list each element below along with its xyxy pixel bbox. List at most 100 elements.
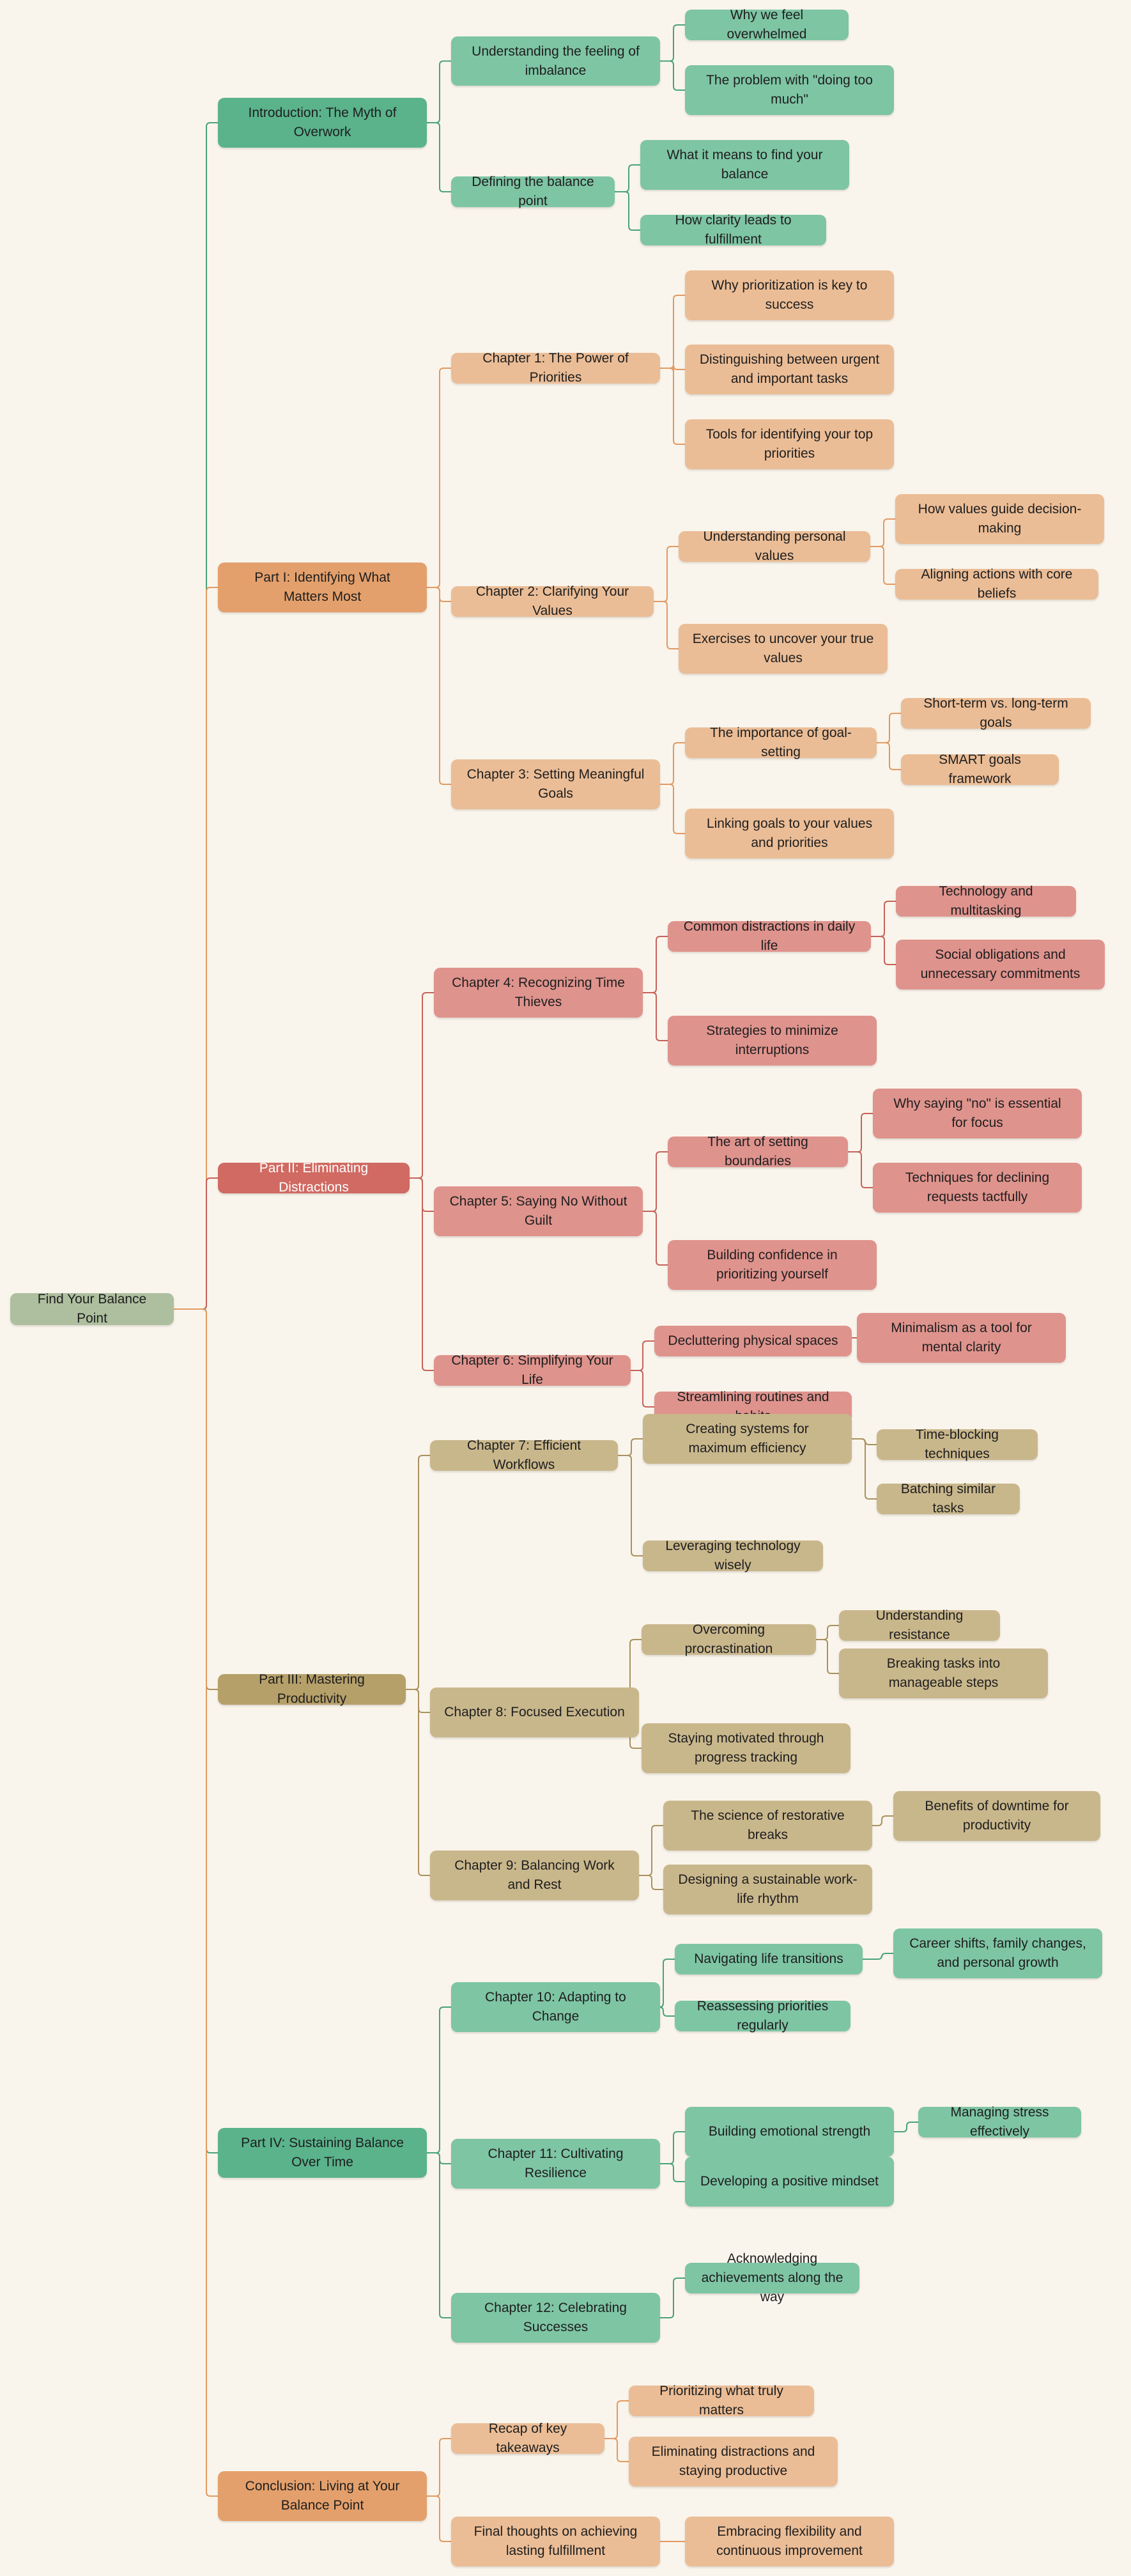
chapter-node: Final thoughts on achieving lasting fulf… <box>451 2517 660 2566</box>
connector-line <box>643 1211 668 1266</box>
connector-line <box>660 60 685 91</box>
topic-node: Building emotional strength <box>685 2107 894 2157</box>
topic-node: Tools for identifying your top prioritie… <box>685 419 894 469</box>
chapter-node: Chapter 3: Setting Meaningful Goals <box>451 759 660 809</box>
node-label: Embracing flexibility and continuous imp… <box>716 2524 863 2558</box>
chapter-node: Chapter 4: Recognizing Time Thieves <box>434 968 643 1018</box>
topic-node: The art of setting boundaries <box>668 1135 848 1168</box>
topic-node: Prioritizing what truly matters <box>629 2384 814 2417</box>
node-label: Understanding personal values <box>703 529 846 563</box>
part-node: Part IV: Sustaining Balance Over Time <box>218 2128 427 2178</box>
node-label: Chapter 12: Celebrating Successes <box>484 2301 627 2334</box>
subtopic-node: Understanding resistance <box>839 1608 1000 1642</box>
node-label: Breaking tasks into manageable steps <box>886 1656 1001 1690</box>
connector-line <box>410 992 434 1179</box>
connector-line <box>659 1959 675 2008</box>
node-label: Aligning actions with core beliefs <box>921 567 1073 601</box>
subtopic-node: Techniques for declining requests tactfu… <box>873 1163 1082 1213</box>
node-label: Part I: Identifying What Matters Most <box>254 570 390 604</box>
connector-line <box>615 164 640 192</box>
node-label: Building confidence in prioritizing your… <box>707 1248 838 1282</box>
connector-line <box>871 901 896 937</box>
connector-line <box>639 1875 663 1890</box>
connector-line <box>660 295 685 369</box>
topic-node: Eliminating distractions and staying pro… <box>629 2437 838 2487</box>
part-node: Part I: Identifying What Matters Most <box>218 563 427 612</box>
connector-line <box>427 2006 451 2153</box>
chapter-node: Chapter 2: Clarifying Your Values <box>451 584 654 618</box>
node-label: Benefits of downtime for productivity <box>925 1799 1069 1833</box>
subtopic-node: Managing stress effectively <box>918 2105 1081 2139</box>
connector-line <box>174 1308 218 1690</box>
node-label: Distinguishing between urgent and import… <box>699 352 880 386</box>
subtopic-node: How values guide decision-making <box>895 494 1104 544</box>
connector-line <box>427 587 451 785</box>
subtopic-node: Technology and multitasking <box>896 884 1076 918</box>
node-label: Why we feel overwhelmed <box>727 8 807 42</box>
chapter-node: Defining the balance point <box>451 175 615 208</box>
connector-line <box>660 2131 685 2164</box>
node-label: Prioritizing what truly matters <box>659 2384 783 2417</box>
node-label: Chapter 1: The Power of Priorities <box>482 351 629 385</box>
node-label: Social obligations and unnecessary commi… <box>920 947 1081 981</box>
node-label: Exercises to uncover your true values <box>692 632 874 665</box>
subtopic-node: Career shifts, family changes, and perso… <box>893 1928 1102 1978</box>
topic-node: Strategies to minimize interruptions <box>668 1016 877 1066</box>
connector-line <box>604 2438 629 2462</box>
topic-node: Linking goals to your values and priorit… <box>685 809 894 858</box>
chapter-node: Chapter 8: Focused Execution <box>430 1688 639 1737</box>
topic-node: Creating systems for maximum efficiency <box>643 1414 852 1464</box>
topic-node: Common distractions in daily life <box>668 919 871 953</box>
node-label: Why prioritization is key to success <box>711 278 868 312</box>
connector-line <box>654 601 679 649</box>
connector-line <box>631 1340 654 1371</box>
root-node: Find Your Balance Point <box>10 1292 174 1326</box>
node-label: Batching similar tasks <box>900 1482 996 1516</box>
node-label: Find Your Balance Point <box>37 1292 147 1326</box>
node-label: Final thoughts on achieving lasting fulf… <box>473 2524 638 2558</box>
node-label: Developing a positive mindset <box>700 2174 879 2189</box>
node-label: The art of setting boundaries <box>707 1135 808 1168</box>
topic-node: What it means to find your balance <box>640 140 849 190</box>
node-label: Part II: Eliminating Distractions <box>259 1161 369 1195</box>
topic-node: Distinguishing between urgent and import… <box>685 345 894 394</box>
connector-line <box>174 1308 218 2497</box>
node-label: Minimalism as a tool for mental clarity <box>891 1321 1032 1354</box>
connector-line <box>848 1151 873 1188</box>
chapter-node: Chapter 12: Celebrating Successes <box>451 2293 660 2343</box>
node-label: Chapter 8: Focused Execution <box>444 1705 625 1720</box>
connector-line <box>639 1825 663 1876</box>
node-label: Leveraging technology wisely <box>665 1539 801 1572</box>
connector-line <box>660 24 685 62</box>
node-label: Staying motivated through progress track… <box>668 1731 824 1765</box>
node-label: Tools for identifying your top prioritie… <box>705 427 873 461</box>
part-node: Part II: Eliminating Distractions <box>218 1161 410 1195</box>
connector-line <box>660 742 685 785</box>
connector-line <box>174 122 218 1310</box>
connector-line <box>427 2438 451 2497</box>
connector-line <box>660 2277 685 2318</box>
connector-line <box>427 2495 451 2542</box>
topic-node: The importance of goal-setting <box>685 725 877 759</box>
node-label: Part IV: Sustaining Balance Over Time <box>241 2136 404 2169</box>
topic-node: Why prioritization is key to success <box>685 270 894 320</box>
node-label: Navigating life transitions <box>694 1951 843 1967</box>
connector-line <box>643 1151 668 1212</box>
topic-node: The problem with "doing too much" <box>685 65 894 115</box>
part-node: Conclusion: Living at Your Balance Point <box>218 2471 427 2521</box>
node-label: The science of restorative breaks <box>691 1808 845 1842</box>
node-label: Chapter 7: Efficient Workflows <box>466 1438 581 1472</box>
connector-line <box>174 587 218 1310</box>
chapter-node: Chapter 10: Adapting to Change <box>451 1982 660 2032</box>
node-label: Chapter 11: Cultivating Resilience <box>488 2146 624 2180</box>
topic-node: Developing a positive mindset <box>685 2157 894 2207</box>
node-label: SMART goals framework <box>939 752 1021 786</box>
connector-line <box>618 1438 643 1456</box>
topic-node: Embracing flexibility and continuous imp… <box>685 2517 894 2566</box>
chapter-node: Chapter 9: Balancing Work and Rest <box>430 1851 639 1900</box>
topic-node: Staying motivated through progress track… <box>642 1723 850 1773</box>
node-label: Creating systems for maximum efficiency <box>686 1422 809 1455</box>
connector-line <box>659 2006 675 2017</box>
node-label: How values guide decision-making <box>918 502 1082 536</box>
